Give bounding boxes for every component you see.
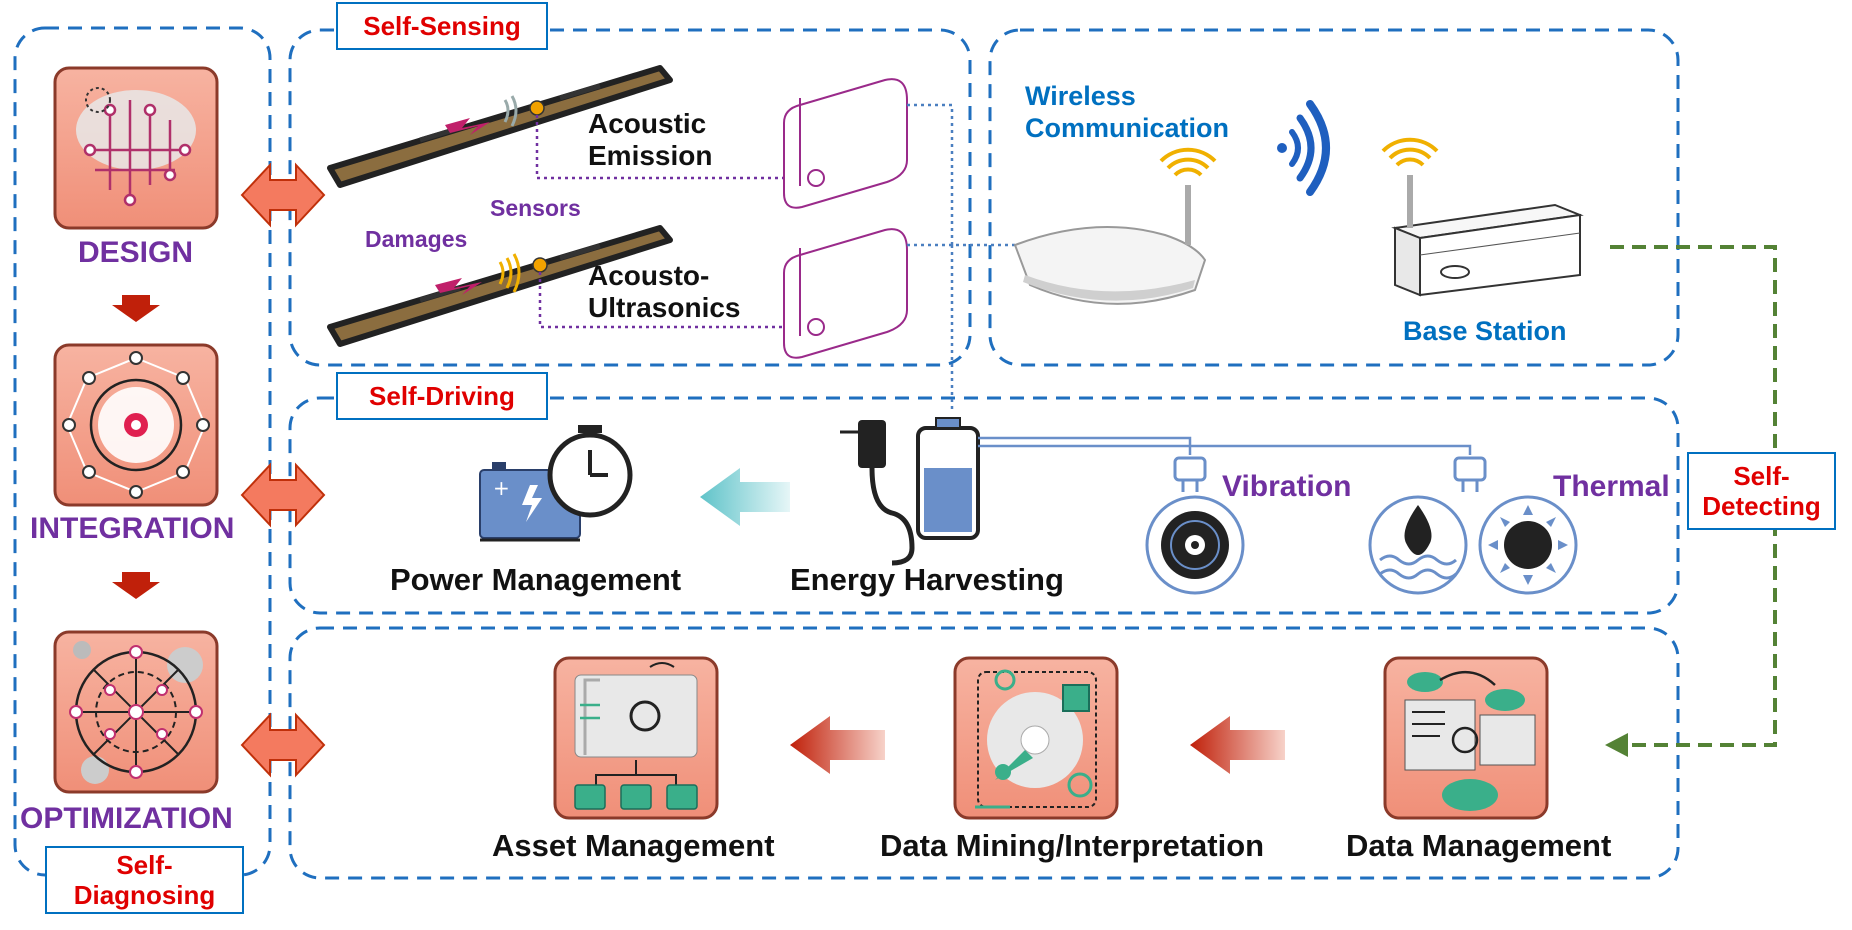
acoustic-emission-line2: Emission [588, 140, 713, 171]
composite-bar-icon [327, 65, 673, 347]
vibration-icon [1145, 495, 1245, 595]
self-diagnosing-tag: Self- Diagnosing [45, 846, 244, 914]
self-sensing-tag: Self-Sensing [336, 2, 548, 50]
damages-label: Damages [365, 226, 468, 252]
stage-label-integration: INTEGRATION [30, 512, 235, 545]
data-flow-arrow [790, 716, 1285, 774]
wireless-communication-label: Wireless Communication [1025, 80, 1229, 144]
acousto-ultrasonics-line1: Acousto- [588, 260, 710, 291]
down-arrow-icon [112, 295, 160, 599]
wireless-line2: Communication [1025, 113, 1230, 143]
self-diagnosing-tag-line2: Diagnosing [73, 880, 216, 910]
self-detecting-tag-line2: Detecting [1702, 491, 1821, 521]
self-detecting-tag: Self- Detecting [1687, 452, 1836, 530]
integration-icon [53, 343, 219, 507]
acoustic-emission-line1: Acoustic [588, 108, 707, 139]
data-management-label: Data Management [1346, 828, 1612, 863]
self-driving-box [288, 396, 1680, 615]
energy-harvesting-label: Energy Harvesting [790, 562, 1064, 597]
base-station-label: Base Station [1403, 316, 1567, 346]
data-management-icon [1383, 656, 1549, 820]
energy-harvester-icon [840, 417, 980, 566]
self-sensing-box [288, 28, 972, 367]
self-diagnosing-tag-line1: Self- [116, 850, 173, 880]
sensors-label: Sensors [490, 195, 581, 221]
acousto-ultrasonics-label: Acousto- Ultrasonics [588, 260, 741, 324]
acousto-ultrasonics-line2: Ultrasonics [588, 292, 741, 323]
self-driving-tag-text: Self-Driving [369, 381, 515, 411]
self-sensing-tag-text: Self-Sensing [363, 11, 521, 41]
sun-heat-icon [1478, 495, 1578, 595]
stage-label-optimization: OPTIMIZATION [20, 802, 233, 835]
thermal-label: Thermal [1553, 470, 1670, 503]
asset-management-label: Asset Management [492, 828, 775, 863]
damage-spark-icon [435, 118, 490, 295]
signal-wire [907, 103, 1020, 410]
water-drop-icon [1368, 495, 1468, 595]
router-icon [1013, 147, 1217, 305]
stage-label-design: DESIGN [78, 236, 194, 269]
data-mining-label: Data Mining/Interpretation [880, 828, 1265, 863]
vibration-label: Vibration [1222, 470, 1352, 503]
asset-management-icon [553, 656, 719, 820]
wave-icon [498, 95, 521, 293]
base-station-icon [1381, 137, 1584, 297]
self-driving-tag: Self-Driving [336, 372, 548, 420]
communication-box [988, 28, 1680, 367]
power-management-label: Power Management [390, 562, 682, 597]
data-mining-icon [953, 656, 1119, 820]
svg-text:+: + [493, 476, 510, 500]
wireless-line1: Wireless [1025, 81, 1136, 111]
acoustic-emission-label: Acoustic Emission [588, 108, 712, 172]
sensor-wire [535, 115, 812, 329]
design-icon [53, 66, 219, 230]
double-arrow-icon [240, 162, 326, 778]
self-detecting-tag-line1: Self- [1733, 461, 1790, 491]
optimization-icon [53, 630, 219, 794]
battery-timer-icon: + - [479, 425, 633, 542]
wifi-signal-icon [1277, 100, 1330, 196]
sensor-device-icon [783, 78, 908, 359]
feedback-arrow-head [1605, 733, 1628, 757]
self-detecting-path [1610, 245, 1777, 747]
power-flow-arrow [700, 468, 790, 526]
harvest-wire [978, 436, 1472, 455]
plug-icon [1173, 456, 1487, 492]
